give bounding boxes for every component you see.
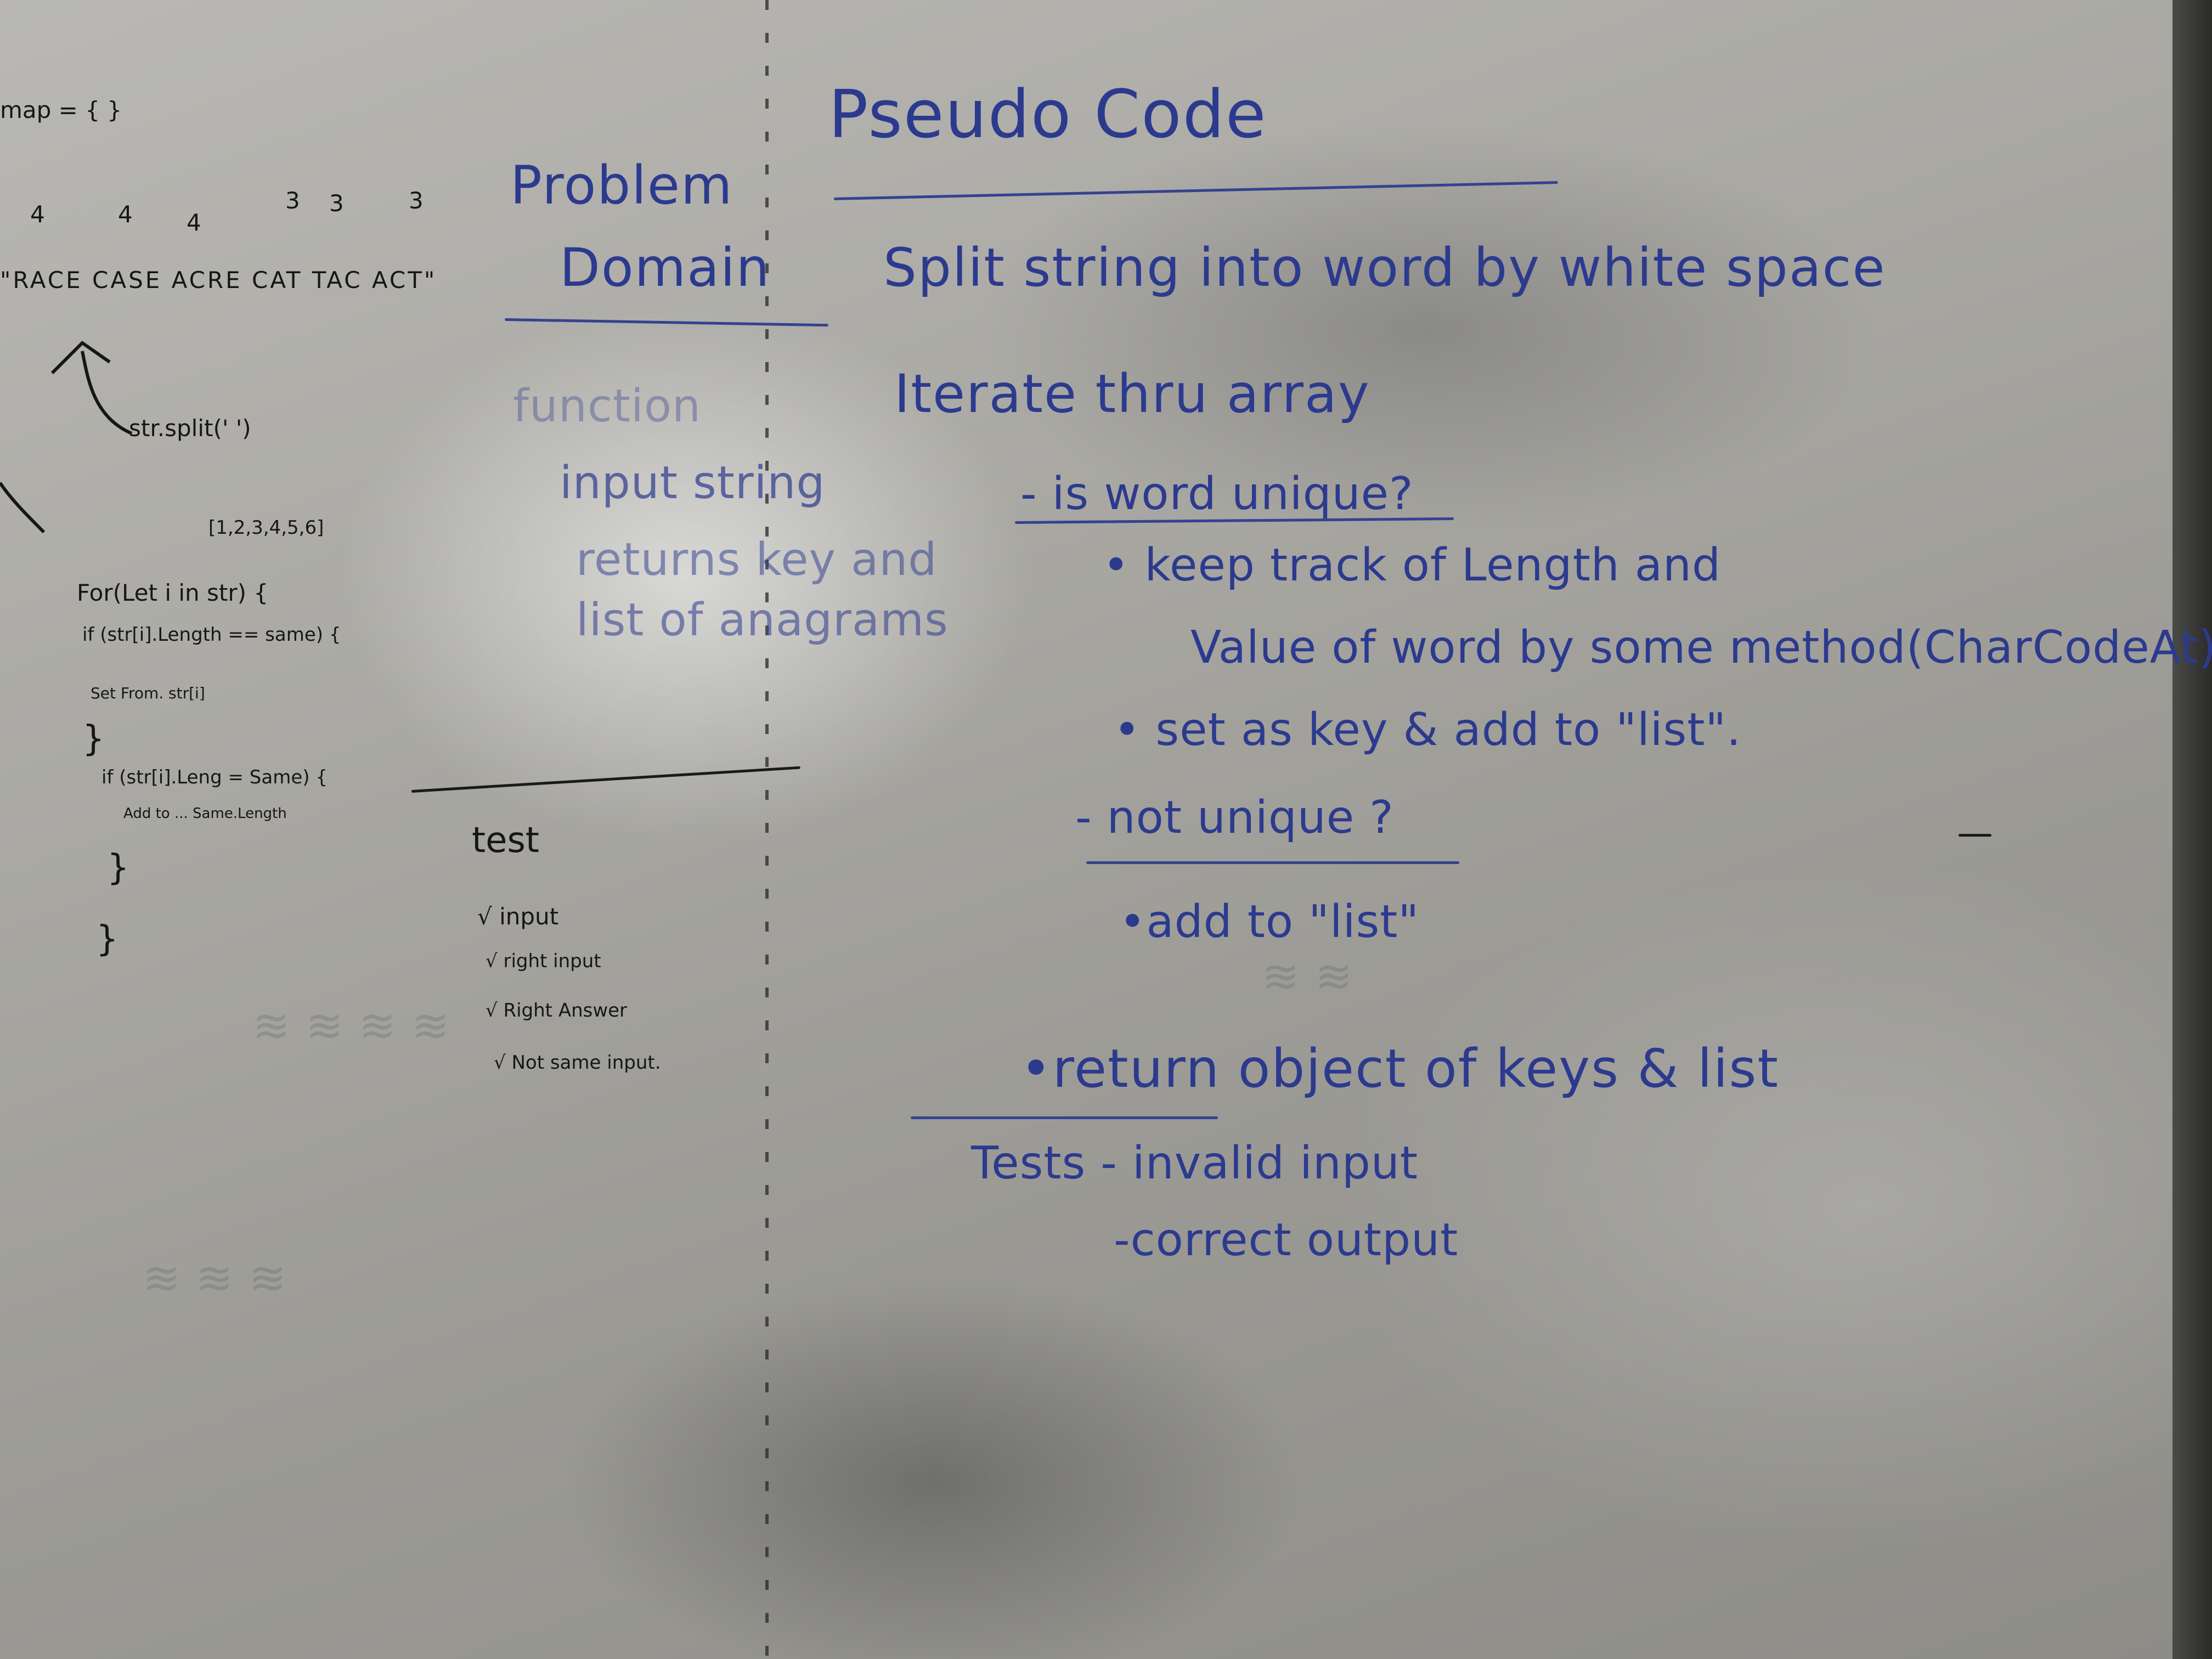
code-line: For(Let i in str) { [77, 579, 269, 606]
problem-domain-heading: Domain [560, 237, 771, 298]
stray-mark [1959, 834, 1991, 837]
words-line: "RACE CASE ACRE CAT TAC ACT" [0, 267, 437, 294]
pseudo-step: • keep track of Length and [1103, 539, 1722, 591]
code-line: } [96, 919, 119, 960]
pseudo-step: •add to "list" [1119, 896, 1420, 948]
pseudo-step: Split string into word by white space [883, 237, 1886, 298]
pseudo-step: • set as key & add to "list". [1114, 704, 1742, 756]
code-line: if (str[i].Length == same) { [82, 624, 341, 646]
board-seam [765, 0, 769, 1659]
test-item: √ Not same input. [494, 1052, 661, 1074]
code-line: } [107, 848, 129, 888]
test-item: √ right input [486, 950, 601, 972]
ghost-text: ≋ ≋ ≋ ≋ [252, 1000, 450, 1052]
pseudo-step: - not unique ? [1075, 792, 1394, 844]
word-count: 4 [187, 209, 201, 236]
word-count: 4 [118, 201, 133, 228]
code-line: } [82, 719, 105, 759]
faded-text: function [513, 380, 701, 432]
pseudo-step: - is word unique? [1020, 468, 1414, 520]
map-line: map = { } [0, 97, 122, 123]
pseudo-step: -correct output [1114, 1214, 1459, 1266]
step-underline [1086, 861, 1459, 864]
ghost-text: ≋ ≋ [1262, 951, 1353, 1003]
code-line: Set From. str[i] [91, 684, 205, 702]
array-line: [1,2,3,4,5,6] [208, 517, 324, 539]
code-line: Add to ... Same.Length [123, 805, 287, 822]
pseudo-code-title: Pseudo Code [828, 77, 1267, 153]
faded-text: list of anagrams [576, 594, 949, 646]
tests-heading: test [472, 820, 539, 861]
word-count: 4 [30, 201, 45, 228]
faded-text: input string [560, 457, 826, 509]
faded-text: returns key and [576, 534, 938, 586]
pseudo-step: Tests - invalid input [971, 1137, 1419, 1189]
ghost-text: ≋ ≋ ≋ [143, 1252, 287, 1305]
pseudo-step: Value of word by some method(CharCodeAt) [1190, 622, 2212, 674]
word-count: 3 [285, 187, 300, 214]
board-frame [2172, 0, 2212, 1659]
word-count: 3 [409, 187, 424, 214]
pseudo-step: •return object of keys & list [1020, 1038, 1780, 1099]
step-underline [911, 1116, 1218, 1119]
problem-domain-heading: Problem [510, 155, 733, 216]
test-item: √ Right Answer [486, 1000, 628, 1022]
code-line: if (str[i].Leng = Same) { [101, 766, 328, 788]
word-count: 3 [329, 190, 344, 217]
test-item: √ input [477, 903, 559, 930]
pseudo-step: Iterate thru array [894, 363, 1370, 425]
split-call: str.split(' ') [129, 415, 251, 442]
